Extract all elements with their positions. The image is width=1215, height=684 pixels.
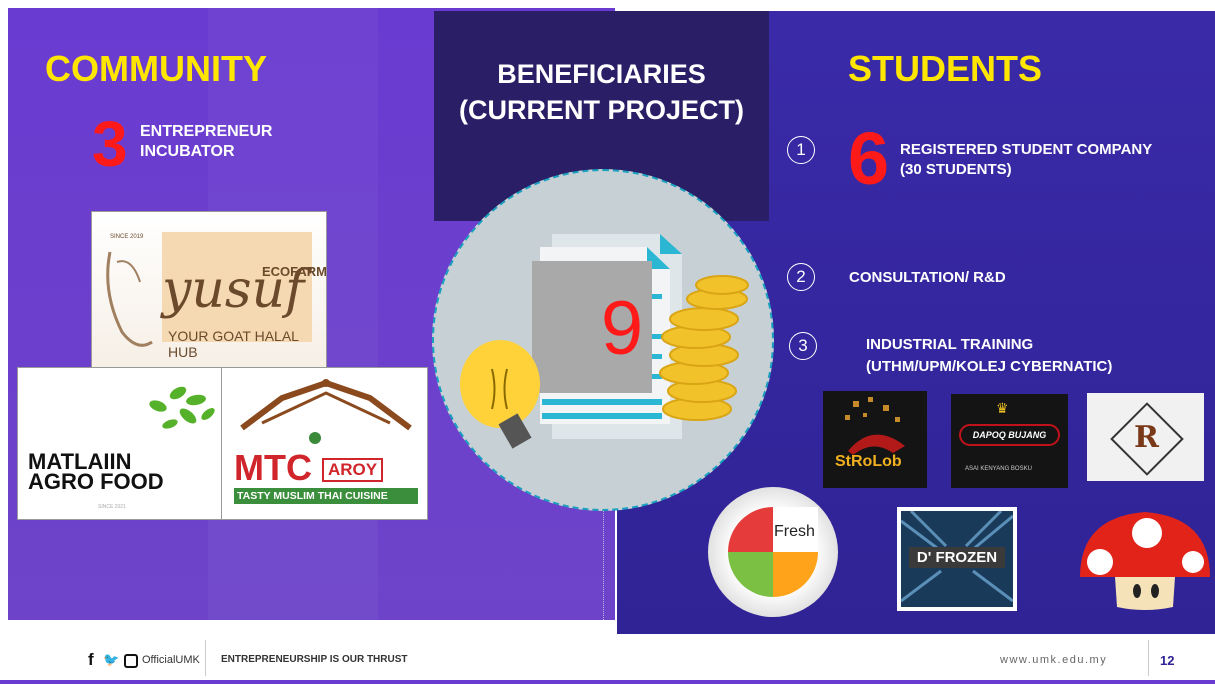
matlaiin-text: MATLAIIN AGRO FOOD — [28, 449, 164, 494]
twitter-icon[interactable]: 🐦 — [103, 652, 120, 667]
students-heading: STUDENTS — [848, 48, 1043, 89]
item-1-number: 1 — [787, 136, 815, 164]
beneficiaries-heading: BENEFICIARIES (CURRENT PROJECT) — [458, 59, 744, 125]
facebook-icon[interactable]: f — [88, 650, 94, 669]
beneficiaries-count: 9 — [600, 286, 644, 371]
matlaiin-agro-food-logo: MATLAIIN AGRO FOOD SINCE 2021 — [17, 367, 222, 520]
community-heading: COMMUNITY — [45, 48, 267, 89]
item-2-number: 2 — [787, 263, 815, 291]
consultation-label: CONSULTATION/ R&D — [849, 269, 1006, 286]
page-number: 12 — [1160, 653, 1175, 668]
r-logo: R — [1087, 393, 1204, 481]
industrial-training-label: INDUSTRIAL TRAINING (UTHM/UPM/KOLEJ CYBE… — [866, 336, 1113, 375]
mtc-aroy-logo: MTC AROY TASTY MUSLIM THAI CUISINE — [221, 367, 428, 520]
dapoq-bujang-logo: ♛ DAPOQ BUJANG ASAI KENYANG BOSKU — [951, 394, 1068, 488]
student-company-count: 6 — [848, 117, 890, 200]
community-count: 3 — [92, 108, 128, 180]
yusuf-ecofarm-logo: yusuf ECOFARM YOUR GOAT HALAL HUB SINCE … — [91, 211, 327, 369]
footer-bar — [0, 680, 1215, 684]
footer-divider-2 — [1148, 640, 1149, 676]
community-label: ENTREPRENEUR INCUBATOR — [140, 123, 273, 160]
footer-divider — [205, 640, 206, 676]
instagram-icon[interactable] — [124, 654, 138, 668]
d-frozen-logo: D' FROZEN — [897, 507, 1017, 611]
strolob-logo: StRoLob — [823, 391, 927, 488]
footer: f 🐦 OfficialUMK ENTREPRENEURSHIP IS OUR … — [0, 634, 1215, 684]
website-link[interactable]: www.umk.edu.my — [1000, 654, 1108, 666]
item-3-number: 3 — [789, 332, 817, 360]
fresh-logo: Fresh — [708, 487, 838, 617]
beneficiaries-circle: 9 — [432, 169, 774, 511]
student-company-label: REGISTERED STUDENT COMPANY (30 STUDENTS) — [900, 141, 1153, 178]
footer-thrust: ENTREPRENEURSHIP IS OUR THRUST — [221, 654, 408, 665]
mushroom-icon — [1080, 512, 1210, 610]
social-handle: OfficialUMK — [142, 654, 200, 666]
